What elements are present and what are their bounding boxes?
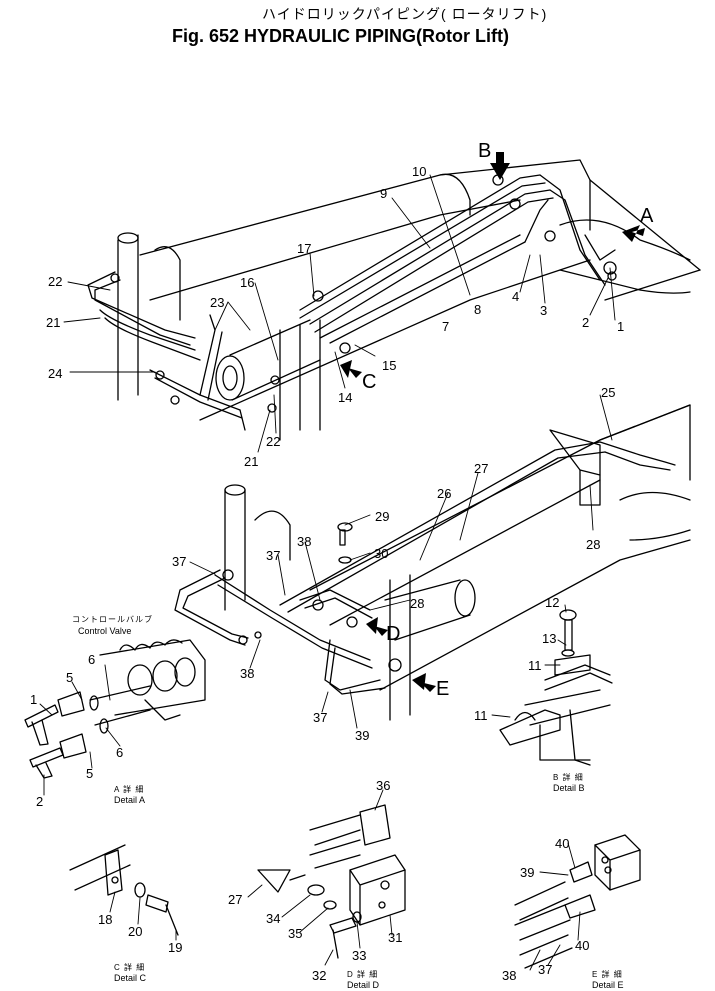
callout-number: 6 [88,652,95,667]
callout-number: 8 [474,302,481,317]
callout-number: 10 [412,164,426,179]
callout-number: 7 [442,319,449,334]
control-valve-en: Control Valve [78,626,131,636]
callout-number: 33 [352,948,366,963]
callout-number: 29 [375,509,389,524]
detail-b-jp: B 詳 細 [553,772,584,782]
callout-number: 4 [512,289,519,304]
view-letter-a: A [640,205,654,227]
callout-number: 24 [48,366,62,381]
view-letter-labels: B A C D E [362,140,654,700]
detail-a-jp: A 詳 細 [114,784,144,794]
callout-number: 32 [312,968,326,983]
detail-b-clamp [499,609,613,766]
callout-number: 18 [98,912,112,927]
callout-number: 5 [66,670,73,685]
detail-e-jp: E 詳 細 [592,969,623,979]
detail-e-block [514,834,641,969]
control-valve-label: コントロールバルブ Control Valve [72,614,153,636]
callout-number: 34 [266,911,280,926]
detail-b-en: Detail B [553,783,585,793]
callout-number: 13 [542,631,556,646]
callout-number: 1 [617,319,624,334]
callout-number: 17 [297,241,311,256]
callout-number: 28 [586,537,600,552]
title-english: Fig. 652 HYDRAULIC PIPING(Rotor Lift) [172,26,509,46]
callout-number: 11 [528,658,542,673]
callout-number: 27 [474,461,488,476]
callout-number: 12 [545,595,559,610]
callout-number: 35 [288,926,302,941]
detail-a-control-valve [89,639,206,726]
callout-number: 25 [601,385,615,400]
callout-number: 16 [240,275,254,290]
callout-number: 2 [582,315,589,330]
callout-number: 39 [520,865,534,880]
callout-number: 37 [266,548,280,563]
callout-number: 3 [540,303,547,318]
callout-number: 40 [575,938,589,953]
detail-a-fittings [24,691,109,779]
callout-numbers: 22 21 24 23 16 17 9 10 8 7 4 3 2 1 15 14… [30,164,624,983]
callout-number: 38 [502,968,516,983]
callout-number: 38 [240,666,254,681]
callout-number: 38 [297,534,311,549]
callout-number: 37 [538,962,552,977]
callout-number: 40 [555,836,569,851]
leader-lines [39,174,616,971]
callout-number: 20 [128,924,142,939]
callout-number: 1 [30,692,37,707]
callout-number: 15 [382,358,396,373]
callout-number: 26 [437,486,451,501]
view-letter-e: E [436,678,449,700]
callout-number: 28 [410,596,424,611]
detail-captions: A 詳 細 Detail A B 詳 細 Detail B C 詳 細 Deta… [114,772,624,990]
callout-number: 21 [244,454,258,469]
detail-d-block [257,804,406,959]
detail-c-bracket [69,844,179,936]
callout-number: 31 [388,930,402,945]
callout-number: 22 [48,274,62,289]
upper-pipes [87,174,606,431]
detail-d-jp: D 詳 細 [347,969,378,979]
detail-d-en: Detail D [347,980,380,990]
view-arrows [340,152,645,692]
view-letter-b: B [478,140,491,162]
upper-frame [117,159,701,441]
view-letter-c: C [362,371,376,393]
callout-number: 22 [266,434,280,449]
control-valve-jp: コントロールバルブ [72,614,153,624]
detail-e-en: Detail E [592,980,624,990]
callout-number: 9 [380,186,387,201]
callout-number: 11 [474,708,488,723]
callout-number: 37 [172,554,186,569]
callout-number: 2 [36,794,43,809]
detail-a-en: Detail A [114,795,145,805]
callout-number: 6 [116,745,123,760]
middle-pipes [174,441,676,695]
callout-number: 14 [338,390,352,405]
callout-number: 39 [355,728,369,743]
callout-number: 36 [376,778,390,793]
callout-number: 27 [228,892,242,907]
callout-number: 19 [168,940,182,955]
callout-number: 21 [46,315,60,330]
callout-number: 30 [374,546,388,561]
detail-c-en: Detail C [114,973,147,983]
middle-frame [224,404,691,721]
callout-number: 37 [313,710,327,725]
view-letter-d: D [386,623,400,645]
detail-c-jp: C 詳 細 [114,962,145,972]
title-japanese: ハイドロリックパイピング( ロータリフト) [262,6,548,22]
callout-number: 5 [86,766,93,781]
upper-fittings [110,174,617,413]
callout-number: 23 [210,295,224,310]
middle-fittings [222,429,601,672]
